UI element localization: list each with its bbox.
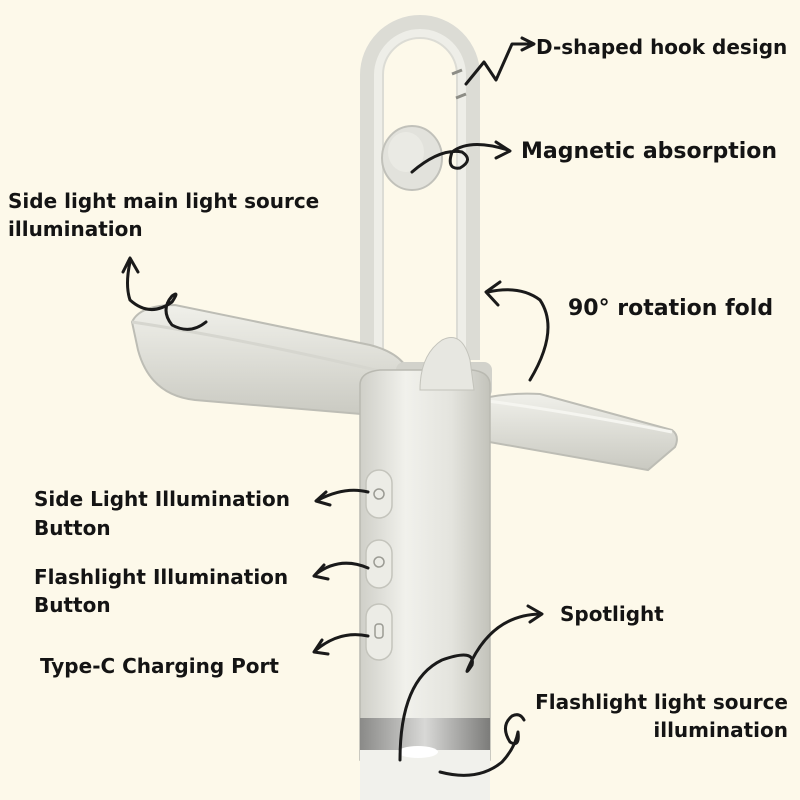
side-light-source-label-line2: illumination [8, 217, 143, 241]
rotation-arrow [486, 288, 550, 382]
handle-body [359, 369, 491, 761]
flash-source-label-line1: Flashlight light source [535, 690, 788, 714]
left-light-panel-edge [131, 320, 411, 380]
flash-button-label-line1: Flashlight Illumination [34, 565, 289, 589]
hook-loop [360, 15, 480, 385]
port-arrowhead [312, 638, 330, 656]
spotlight-label: Spotlight [560, 602, 664, 626]
hook-notch [451, 68, 467, 100]
right-light-panel-edge [479, 398, 673, 434]
side-light-source-label-line1: Side light main light source [8, 189, 320, 213]
type-c-port-cover [365, 603, 393, 661]
side-button-arrowhead [314, 490, 332, 507]
side-light-arrowhead [121, 256, 140, 274]
hook-arrow [464, 42, 534, 86]
hook-arrowhead [520, 36, 536, 52]
charging-port-label: Type-C Charging Port [40, 654, 279, 678]
hook-label: D-shaped hook design [536, 35, 788, 59]
right-light-panel [468, 392, 678, 472]
magnetic-arrowhead [494, 140, 512, 160]
usb-port-icon [374, 623, 384, 639]
magnetic-label: Magnetic absorption [521, 139, 778, 164]
flash-button-label-line2: Button [34, 593, 111, 617]
side-light-button [365, 469, 393, 519]
flash-button-arrowhead [312, 563, 330, 581]
flash-source-label-line2: illumination [653, 718, 788, 742]
side-light-arrow [126, 260, 208, 331]
flashlight-lens-glow [398, 746, 438, 758]
hook-loop-shade [374, 29, 466, 385]
side-button-arrow [316, 488, 370, 502]
side-button-label-line2: Button [34, 516, 111, 540]
flashlight-button [365, 539, 393, 589]
spotlight-arrow [398, 612, 542, 762]
port-arrow [314, 633, 370, 652]
side-button-label-line1: Side Light Illumination [34, 487, 290, 511]
magnet-disc-highlight [388, 132, 424, 172]
rotation-arrowhead [484, 280, 502, 307]
flashlight-head-ring [360, 718, 490, 752]
sun-icon [373, 488, 385, 500]
flash-source-arrow [438, 713, 526, 777]
spotlight-arrowhead [526, 604, 544, 624]
magnetic-arrow [410, 143, 510, 174]
flashlight-icon [373, 556, 385, 568]
handle-neck [419, 337, 475, 391]
rotation-label: 90° rotation fold [568, 296, 774, 321]
